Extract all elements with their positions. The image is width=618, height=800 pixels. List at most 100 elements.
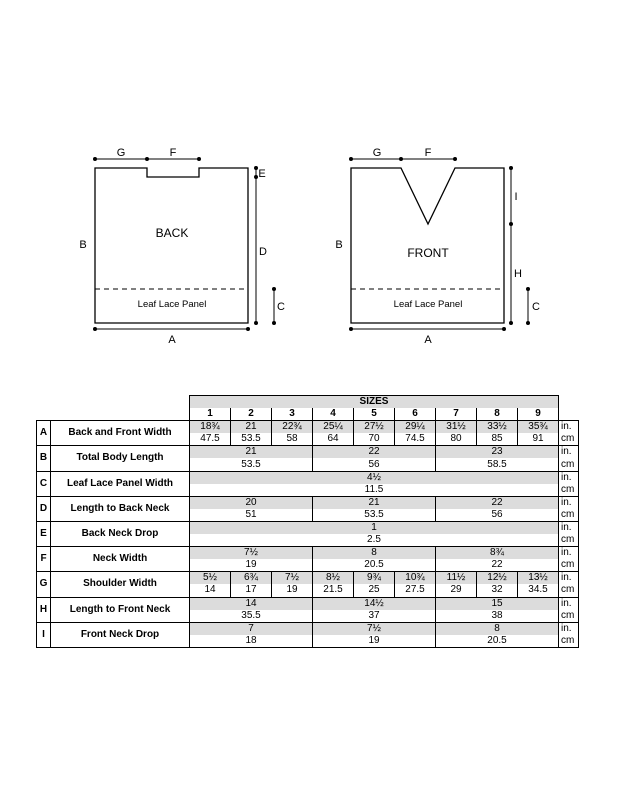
value-in: 5½ <box>189 571 231 585</box>
value-in: 21 <box>189 445 313 459</box>
value-in: 22 <box>435 495 559 509</box>
measurement-letter: A <box>36 420 51 447</box>
value-cm: 18 <box>189 634 313 648</box>
value-cm: 53.5 <box>230 433 272 447</box>
size-number: 7 <box>435 408 477 422</box>
front-title: FRONT <box>407 246 449 260</box>
value-cm: 38 <box>435 609 559 623</box>
back-panel-label: Leaf Lace Panel <box>138 299 207 310</box>
value-in: 20 <box>189 495 313 509</box>
unit-in: in. <box>558 495 579 509</box>
measurement-name: Length to Front Neck <box>50 596 190 623</box>
value-cm: 20.5 <box>312 559 436 573</box>
measurement-name: Back and Front Width <box>50 420 190 447</box>
value-in: 7½ <box>271 571 313 585</box>
value-in: 22 <box>312 445 436 459</box>
back-label-g: G <box>117 147 126 159</box>
measurement-letter: G <box>36 571 51 598</box>
value-cm: 19 <box>271 584 313 598</box>
unit-cm: cm <box>558 634 579 648</box>
value-in: 23 <box>435 445 559 459</box>
value-cm: 64 <box>312 433 354 447</box>
value-in: 15 <box>435 596 559 610</box>
value-cm: 32 <box>476 584 518 598</box>
size-number: 6 <box>394 408 436 422</box>
sizes-header: SIZES <box>189 395 559 409</box>
unit-in: in. <box>558 470 579 484</box>
measurement-letter: C <box>36 470 51 497</box>
value-cm: 27.5 <box>394 584 436 598</box>
size-number: 5 <box>353 408 395 422</box>
measurement-name: Length to Back Neck <box>50 495 190 522</box>
back-title: BACK <box>156 226 189 240</box>
value-cm: 35.5 <box>189 609 313 623</box>
measurement-letter: F <box>36 546 51 573</box>
front-label-b: B <box>335 239 342 251</box>
back-outline <box>94 167 249 324</box>
measurement-name: Neck Width <box>50 546 190 573</box>
value-in: 18¾ <box>189 420 231 434</box>
value-cm: 53.5 <box>189 458 313 472</box>
value-cm: 34.5 <box>517 584 559 598</box>
value-in: 11½ <box>435 571 477 585</box>
front-panel-label: Leaf Lace Panel <box>394 299 463 310</box>
value-cm: 14 <box>189 584 231 598</box>
value-cm: 20.5 <box>435 634 559 648</box>
size-number: 3 <box>271 408 313 422</box>
unit-in: in. <box>558 596 579 610</box>
value-in: 14½ <box>312 596 436 610</box>
garment-schematic: BACK Leaf Lace Panel G F A B E D C FRONT… <box>79 147 540 346</box>
value-in: 25¼ <box>312 420 354 434</box>
value-cm: 29 <box>435 584 477 598</box>
value-in: 7 <box>189 621 313 635</box>
measurement-name: Front Neck Drop <box>50 621 190 648</box>
value-in: 21 <box>312 495 436 509</box>
measurement-name: Back Neck Drop <box>50 520 190 548</box>
value-cm: 74.5 <box>394 433 436 447</box>
back-label-c: C <box>277 301 285 313</box>
value-in: 22¾ <box>271 420 313 434</box>
front-label-a: A <box>424 334 432 346</box>
value-cm: 21.5 <box>312 584 354 598</box>
size-number: 9 <box>517 408 559 422</box>
value-cm: 19 <box>189 559 313 573</box>
measurement-letter: B <box>36 445 51 472</box>
measurement-name: Leaf Lace Panel Width <box>50 470 190 497</box>
value-cm: 56 <box>435 508 559 522</box>
value-cm: 91 <box>517 433 559 447</box>
unit-cm: cm <box>558 534 579 548</box>
measurement-letter: D <box>36 495 51 522</box>
value-cm: 58.5 <box>435 458 559 472</box>
front-label-f: F <box>425 147 432 159</box>
value-cm: 37 <box>312 609 436 623</box>
value-in: 1 <box>189 520 559 535</box>
front-label-g: G <box>373 147 382 159</box>
value-in: 7½ <box>312 621 436 635</box>
value-cm: 53.5 <box>312 508 436 522</box>
value-cm: 47.5 <box>189 433 231 447</box>
back-label-f: F <box>170 147 177 159</box>
value-cm: 22 <box>435 559 559 573</box>
value-in: 27½ <box>353 420 395 434</box>
front-outline <box>350 167 505 324</box>
value-cm: 70 <box>353 433 395 447</box>
value-in: 29¼ <box>394 420 436 434</box>
front-schematic: FRONT Leaf Lace Panel G F A B I H C <box>335 147 540 346</box>
unit-cm: cm <box>558 483 579 497</box>
size-number: 4 <box>312 408 354 422</box>
value-in: 35¾ <box>517 420 559 434</box>
value-in: 14 <box>189 596 313 610</box>
front-label-h: H <box>514 268 522 280</box>
value-in: 7½ <box>189 546 313 560</box>
value-in: 13½ <box>517 571 559 585</box>
value-in: 31½ <box>435 420 477 434</box>
